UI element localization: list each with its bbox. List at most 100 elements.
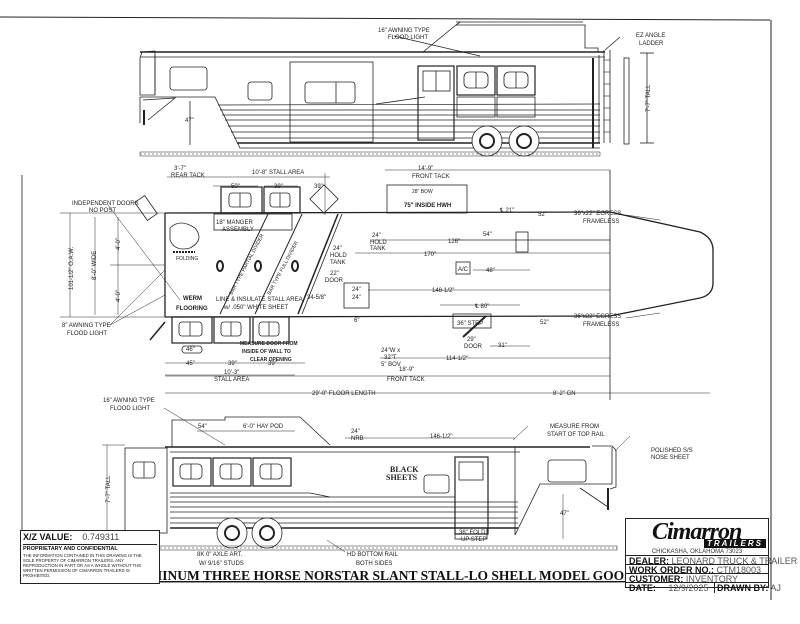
svg-text:LADDER: LADDER — [639, 41, 664, 47]
svg-text:36"x22" EGRESS: 36"x22" EGRESS — [574, 314, 621, 320]
svg-text:BLACK: BLACK — [390, 465, 419, 474]
svg-text:REAR TACK: REAR TACK — [171, 173, 205, 179]
svg-text:114-1/2": 114-1/2" — [446, 356, 468, 362]
svg-text:W/ 9/16" STUDS: W/ 9/16" STUDS — [199, 561, 244, 567]
svg-text:TANK: TANK — [330, 260, 346, 266]
floor-plan-view — [60, 169, 714, 400]
svg-text:39": 39" — [228, 361, 237, 367]
svg-text:34-5/8": 34-5/8" — [307, 295, 326, 301]
svg-text:24"W x: 24"W x — [381, 348, 400, 354]
proprietary-notice: THE INFORMATION CONTAINED IN THIS DRAWIN… — [23, 553, 142, 578]
svg-text:22": 22" — [330, 271, 339, 277]
svg-text:START OF TOP RAIL: START OF TOP RAIL — [547, 432, 605, 438]
svg-text:54": 54" — [483, 232, 492, 238]
svg-text:47": 47" — [185, 118, 194, 124]
svg-text:UP STEP: UP STEP — [461, 537, 487, 543]
top-elevation-view — [139, 21, 654, 157]
svg-text:24": 24" — [351, 429, 360, 435]
svg-text:INSIDE OF WALL TO: INSIDE OF WALL TO — [242, 349, 291, 355]
svg-text:NRB: NRB — [351, 436, 364, 442]
svg-text:18'-9": 18'-9" — [399, 367, 414, 373]
svg-text:WERM: WERM — [183, 296, 202, 302]
svg-text:FRONT TACK: FRONT TACK — [412, 174, 450, 180]
svg-text:4'-0": 4'-0" — [116, 238, 122, 250]
work-order-row: WORK ORDER NO.: CTM18003 — [626, 564, 768, 575]
svg-text:14'-9": 14'-9" — [418, 166, 433, 172]
svg-text:EZ ANGLE: EZ ANGLE — [636, 33, 665, 39]
svg-text:29'-0" FLOOR LENGTH: 29'-0" FLOOR LENGTH — [312, 391, 376, 397]
company-location: CHICKASHA, OKLAHOMA 73023 — [651, 549, 743, 555]
svg-text:29": 29" — [467, 337, 476, 343]
svg-text:MEASURE DOOR FROM: MEASURE DOOR FROM — [240, 341, 298, 347]
svg-text:FLOORING: FLOORING — [176, 306, 208, 312]
svg-text:7'-7" TALL: 7'-7" TALL — [646, 84, 652, 112]
svg-text:24": 24" — [333, 246, 342, 252]
svg-text:8K 0" AXLE ART.: 8K 0" AXLE ART. — [197, 552, 243, 558]
svg-text:75" INSIDE HWH: 75" INSIDE HWH — [404, 203, 451, 209]
cimarron-logo: Cimarron TRAILERS — [626, 519, 768, 549]
svg-text:8'-0" WIDE: 8'-0" WIDE — [92, 251, 98, 280]
svg-text:DOOR: DOOR — [325, 278, 344, 284]
svg-text:HOLD: HOLD — [370, 240, 387, 246]
svg-text:28" BOW: 28" BOW — [412, 189, 433, 195]
top-view-labels: 16" AWNING TYPE FLOOD LIGHT EZ ANGLE LAD… — [185, 28, 665, 124]
floor-plan-labels: 3'-7" REAR TACK 10'-8" STALL AREA 50" 39… — [62, 166, 621, 397]
svg-text:54": 54" — [198, 424, 207, 430]
svg-text:6": 6" — [354, 318, 359, 324]
svg-text:A/C: A/C — [458, 267, 469, 273]
svg-text:8'-2" GN: 8'-2" GN — [553, 391, 576, 397]
svg-text:47": 47" — [560, 511, 569, 517]
svg-text:SHEETS: SHEETS — [386, 473, 418, 482]
svg-text:TANK: TANK — [370, 246, 386, 252]
svg-text:31": 31" — [498, 343, 507, 349]
svg-text:8" AWNING TYPE: 8" AWNING TYPE — [62, 323, 110, 329]
svg-text:50": 50" — [231, 184, 240, 190]
svg-text:FLOOD LIGHT: FLOOD LIGHT — [67, 331, 107, 337]
customer-row: CUSTOMER: INVENTORY — [626, 573, 768, 584]
date-row: DATE: 12/9/2025 DRAWN BY: AJ — [626, 582, 781, 593]
svg-text:45": 45" — [186, 361, 195, 367]
svg-text:FRONT TACK: FRONT TACK — [387, 377, 425, 383]
svg-text:10'-8" STALL AREA: 10'-8" STALL AREA — [252, 170, 304, 176]
svg-text:7'-7" TALL: 7'-7" TALL — [106, 475, 112, 503]
xz-value: 0.749311 — [82, 532, 120, 542]
dealer-row: DEALER: LEONARD TRUCK & TRAILER — [626, 555, 797, 566]
svg-text:MEASURE FROM: MEASURE FROM — [550, 424, 599, 430]
svg-text:POLISHED S/S: POLISHED S/S — [651, 448, 693, 454]
svg-text:℄ 80": ℄ 80" — [474, 304, 489, 310]
svg-text:NO POST: NO POST — [89, 208, 116, 214]
svg-text:BAR TYPE FULL DIVIDER: BAR TYPE FULL DIVIDER — [266, 240, 300, 296]
svg-text:NOSE SHEET: NOSE SHEET — [651, 455, 690, 461]
svg-text:STALL AREA: STALL AREA — [214, 377, 249, 383]
svg-text:5" BOV: 5" BOV — [381, 362, 401, 368]
svg-text:24": 24" — [352, 295, 361, 301]
svg-text:DOOR: DOOR — [464, 344, 483, 350]
svg-text:32"T: 32"T — [384, 355, 397, 361]
svg-text:FLOOD LIGHT: FLOOD LIGHT — [388, 35, 428, 41]
svg-text:148-1/2": 148-1/2" — [432, 288, 454, 294]
proprietary-heading: PROPRIETARY AND CONFIDENTIAL — [23, 544, 157, 552]
svg-text:39": 39" — [268, 361, 277, 367]
svg-text:ASSEMBLY: ASSEMBLY — [222, 227, 254, 233]
svg-text:24": 24" — [352, 287, 361, 293]
svg-text:146-1/2": 146-1/2" — [430, 434, 452, 440]
svg-text:36" FOLD: 36" FOLD — [459, 530, 486, 536]
svg-text:4'-0": 4'-0" — [116, 290, 122, 302]
svg-text:36" STEP: 36" STEP — [457, 321, 483, 327]
svg-text:INDEPENDENT DOORS: INDEPENDENT DOORS — [72, 201, 139, 207]
title-block: Cimarron TRAILERS CHICKASHA, OKLAHOMA 73… — [625, 518, 797, 593]
svg-text:FLOOD LIGHT: FLOOD LIGHT — [110, 406, 150, 412]
svg-text:24": 24" — [372, 233, 381, 239]
svg-text:18" MANGER: 18" MANGER — [216, 220, 253, 226]
svg-text:6'-0" HAY POD: 6'-0" HAY POD — [243, 424, 284, 430]
svg-text:52": 52" — [540, 320, 549, 326]
svg-text:16" AWNING TYPE: 16" AWNING TYPE — [378, 28, 430, 34]
svg-text:FRAMELESS: FRAMELESS — [583, 322, 619, 328]
svg-text:FOLDING: FOLDING — [176, 256, 198, 262]
drawing-title: ALUMINUM THREE HORSE NORSTAR SLANT STALL… — [121, 568, 745, 583]
svg-text:126": 126" — [448, 239, 460, 245]
svg-text:39": 39" — [314, 184, 323, 190]
svg-text:CLEAR OPENING: CLEAR OPENING — [250, 357, 292, 363]
